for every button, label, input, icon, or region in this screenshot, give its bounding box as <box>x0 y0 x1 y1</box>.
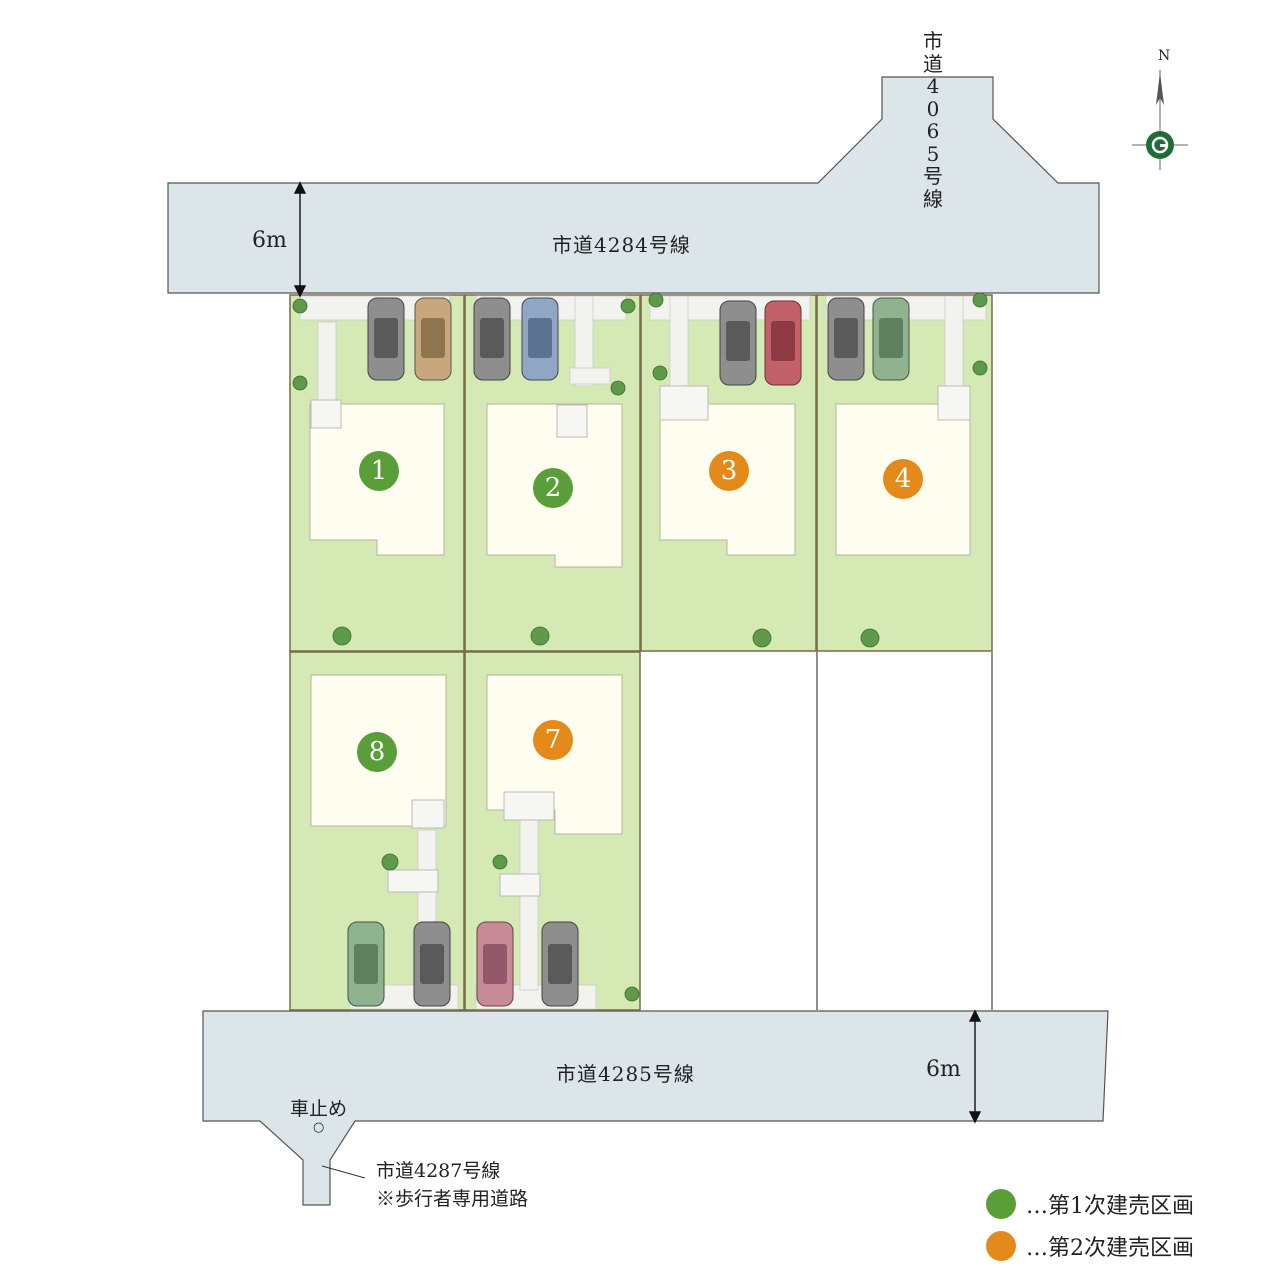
car-gray-5 <box>413 921 451 1007</box>
car-gray-6 <box>541 921 579 1007</box>
north-road-dimension <box>293 181 307 298</box>
car-gray-3 <box>719 300 757 386</box>
lot-badge-2: 2 <box>533 468 573 508</box>
bollard-mark: ○ <box>313 1120 325 1135</box>
car-green-1 <box>872 297 910 381</box>
bollard-label: 車止め <box>290 1098 348 1120</box>
car-gray-4 <box>827 297 865 381</box>
legend-phase-1-dot <box>986 1189 1016 1219</box>
legend-phase-1: …第1次建売区画 <box>986 1187 1194 1221</box>
legend-phase-2-label: …第2次建売区画 <box>1026 1236 1194 1261</box>
car-red <box>764 300 802 386</box>
south-road-label: 市道4285号線 <box>556 1062 695 1086</box>
lot-badge-4: 4 <box>883 459 923 499</box>
south-road-width-label: 6m <box>926 1057 961 1082</box>
car-blue <box>521 297 559 381</box>
car-pink <box>476 921 514 1007</box>
lot-badge-1: 1 <box>359 451 399 491</box>
compass-north-label: N <box>1158 48 1171 64</box>
lot-badge-8: 8 <box>357 732 397 772</box>
north-road-label: 市道4284号線 <box>552 233 691 257</box>
south-road-dimension <box>968 1009 982 1124</box>
south-road <box>202 1010 1109 1206</box>
pedestrian-road-label: 市道4287号線 <box>376 1160 501 1182</box>
car-gray-1 <box>367 297 405 381</box>
legend-phase-1-label: …第1次建売区画 <box>1026 1194 1194 1219</box>
cars <box>347 297 910 1007</box>
north-road-width-label: 6m <box>252 228 287 253</box>
lot-badge-3: 3 <box>709 451 749 491</box>
porches <box>310 385 971 897</box>
northeast-road-label: 市 道 4 0 6 5 号 線 <box>923 29 943 211</box>
car-tan <box>414 297 452 381</box>
legend-phase-2-dot <box>986 1231 1016 1261</box>
car-gray-2 <box>473 297 511 381</box>
pedestrian-road-note: ※歩行者専用道路 <box>376 1188 529 1210</box>
legend-phase-2: …第2次建売区画 <box>986 1229 1194 1263</box>
shrubs <box>292 292 988 1002</box>
lot-parcels <box>289 294 993 1011</box>
north-road <box>167 76 1100 294</box>
pedestrian-leader <box>321 1165 366 1179</box>
car-green-2 <box>347 921 385 1007</box>
compass-icon <box>1132 70 1188 170</box>
lot-badge-7: 7 <box>533 720 573 760</box>
